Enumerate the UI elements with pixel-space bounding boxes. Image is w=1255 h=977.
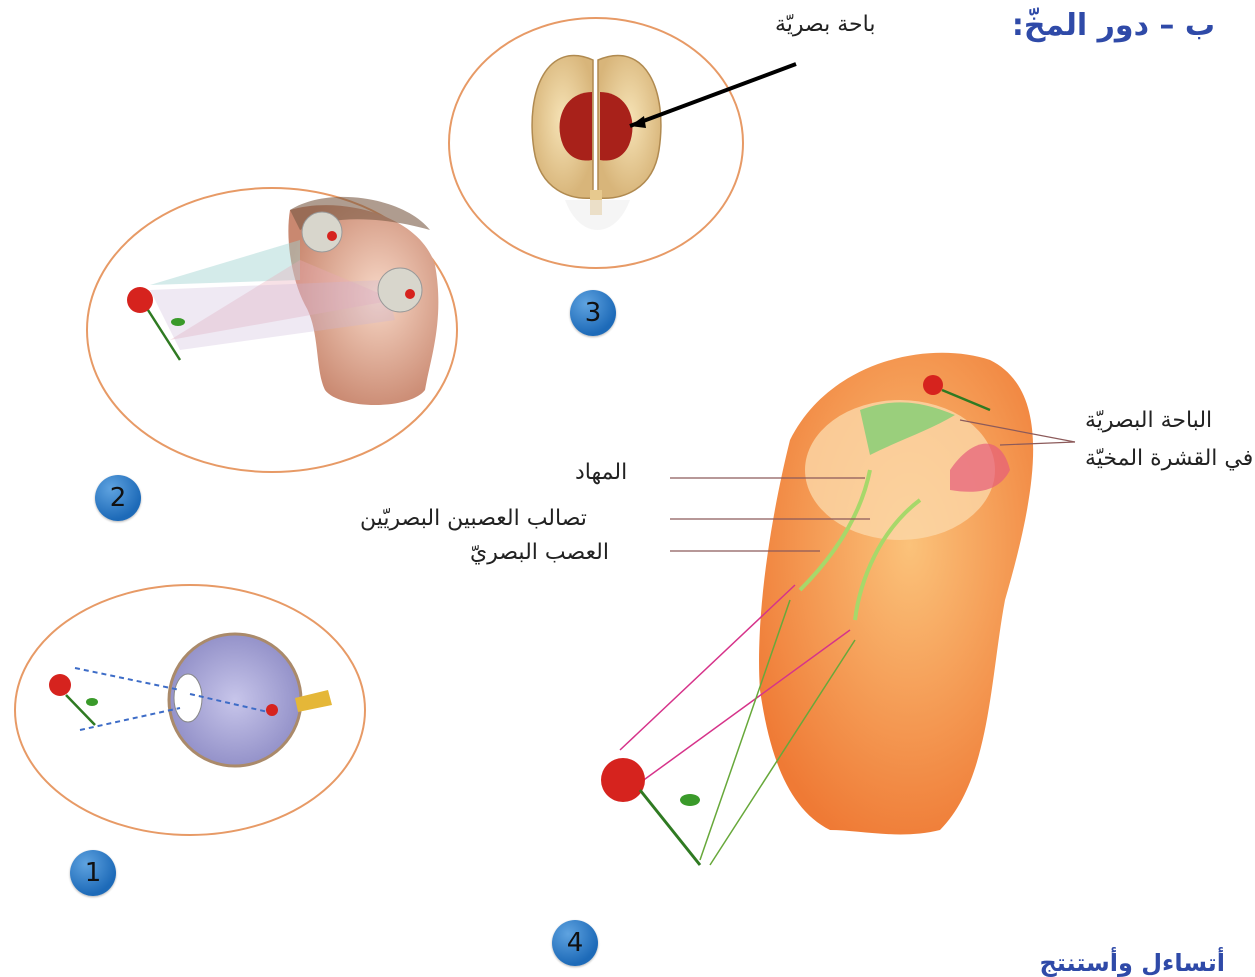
label-visual-area-cortex-2: في القشرة المخيّة xyxy=(1085,446,1253,471)
badge-1: 1 xyxy=(70,850,116,896)
panel-eye-section xyxy=(15,585,365,835)
label-visual-area: باحة بصريّة xyxy=(775,12,875,37)
label-visual-area-cortex-1: الباحة البصريّة xyxy=(1085,408,1212,433)
bottom-cut-heading: أتساءل وأستنتج xyxy=(1039,949,1225,977)
panel-visual-pathway xyxy=(601,353,1075,865)
label-thalamus: المهاد xyxy=(575,460,627,485)
panel-face-eyes xyxy=(87,188,457,472)
panel-brain-top xyxy=(449,18,796,268)
badge-2: 2 xyxy=(95,475,141,521)
label-optic-chiasm: تصالب العصبين البصريّين xyxy=(360,506,587,531)
label-optic-nerve: العصب البصريّ xyxy=(470,540,609,565)
badge-3: 3 xyxy=(570,290,616,336)
badge-4: 4 xyxy=(552,920,598,966)
